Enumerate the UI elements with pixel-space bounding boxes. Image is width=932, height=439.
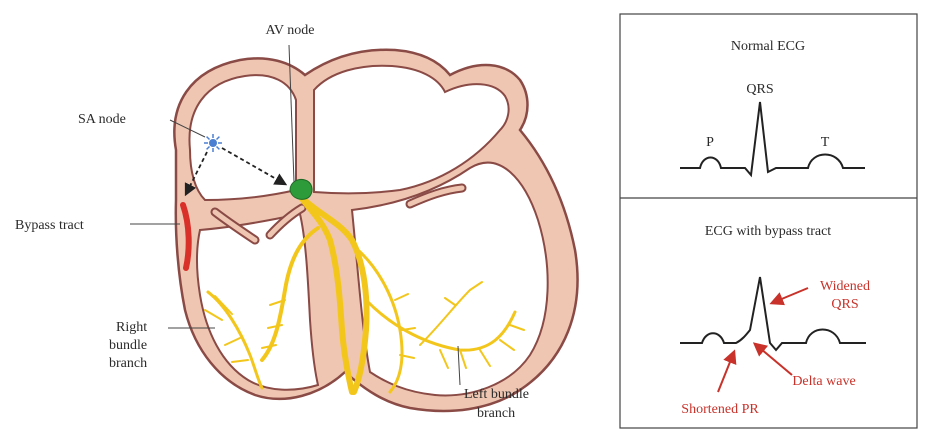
normal-ecg-qrs-label: QRS xyxy=(746,82,773,97)
normal-ecg-t-label: T xyxy=(821,135,830,150)
left-bundle-label-2: branch xyxy=(477,406,515,421)
normal-ecg-p-label: P xyxy=(706,135,714,150)
bypass-ecg-title: ECG with bypass tract xyxy=(705,224,831,239)
shortened-pr-label: Shortened PR xyxy=(681,402,759,417)
delta-wave-label: Delta wave xyxy=(792,374,855,389)
av-node-label: AV node xyxy=(266,23,315,38)
av-node xyxy=(290,179,312,199)
ecg-panel: Normal ECG P QRS T ECG with bypass tract… xyxy=(620,14,917,428)
sa-node xyxy=(204,134,222,152)
right-bundle-label-1: Right xyxy=(116,320,147,335)
widened-label-2: QRS xyxy=(831,297,858,312)
normal-ecg-title: Normal ECG xyxy=(731,39,805,54)
right-bundle-label-2: bundle xyxy=(109,338,147,353)
left-bundle-label-1: Left bundle xyxy=(464,387,529,402)
heart xyxy=(174,50,577,411)
sa-node-label: SA node xyxy=(78,112,126,127)
bypass-tract-label: Bypass tract xyxy=(15,218,84,233)
right-bundle-label-3: branch xyxy=(109,356,147,371)
widened-label-1: Widened xyxy=(820,279,870,294)
